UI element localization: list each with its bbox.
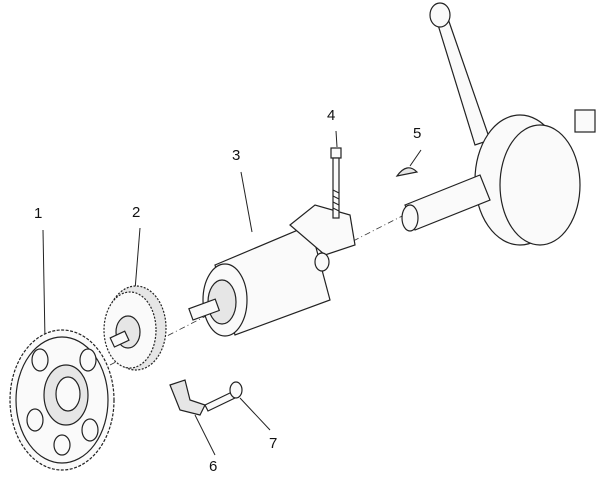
part-7-screw xyxy=(204,381,243,412)
part-6-bracket xyxy=(169,379,206,416)
part-4-bolt xyxy=(330,147,342,219)
leader-lines xyxy=(42,130,422,456)
part-5-key xyxy=(395,167,419,177)
part-1-starter-gear xyxy=(9,329,115,471)
callout-4: 4 xyxy=(327,107,336,124)
part-3-starter-motor xyxy=(188,204,356,337)
callout-3: 3 xyxy=(232,147,241,164)
callout-1: 1 xyxy=(34,205,43,222)
callout-5: 5 xyxy=(413,125,422,142)
callout-6: 6 xyxy=(209,458,218,475)
callout-2: 2 xyxy=(132,204,141,221)
callout-7: 7 xyxy=(269,435,278,452)
part-2-intermediate-gear xyxy=(103,285,167,371)
crankshaft xyxy=(401,2,596,246)
